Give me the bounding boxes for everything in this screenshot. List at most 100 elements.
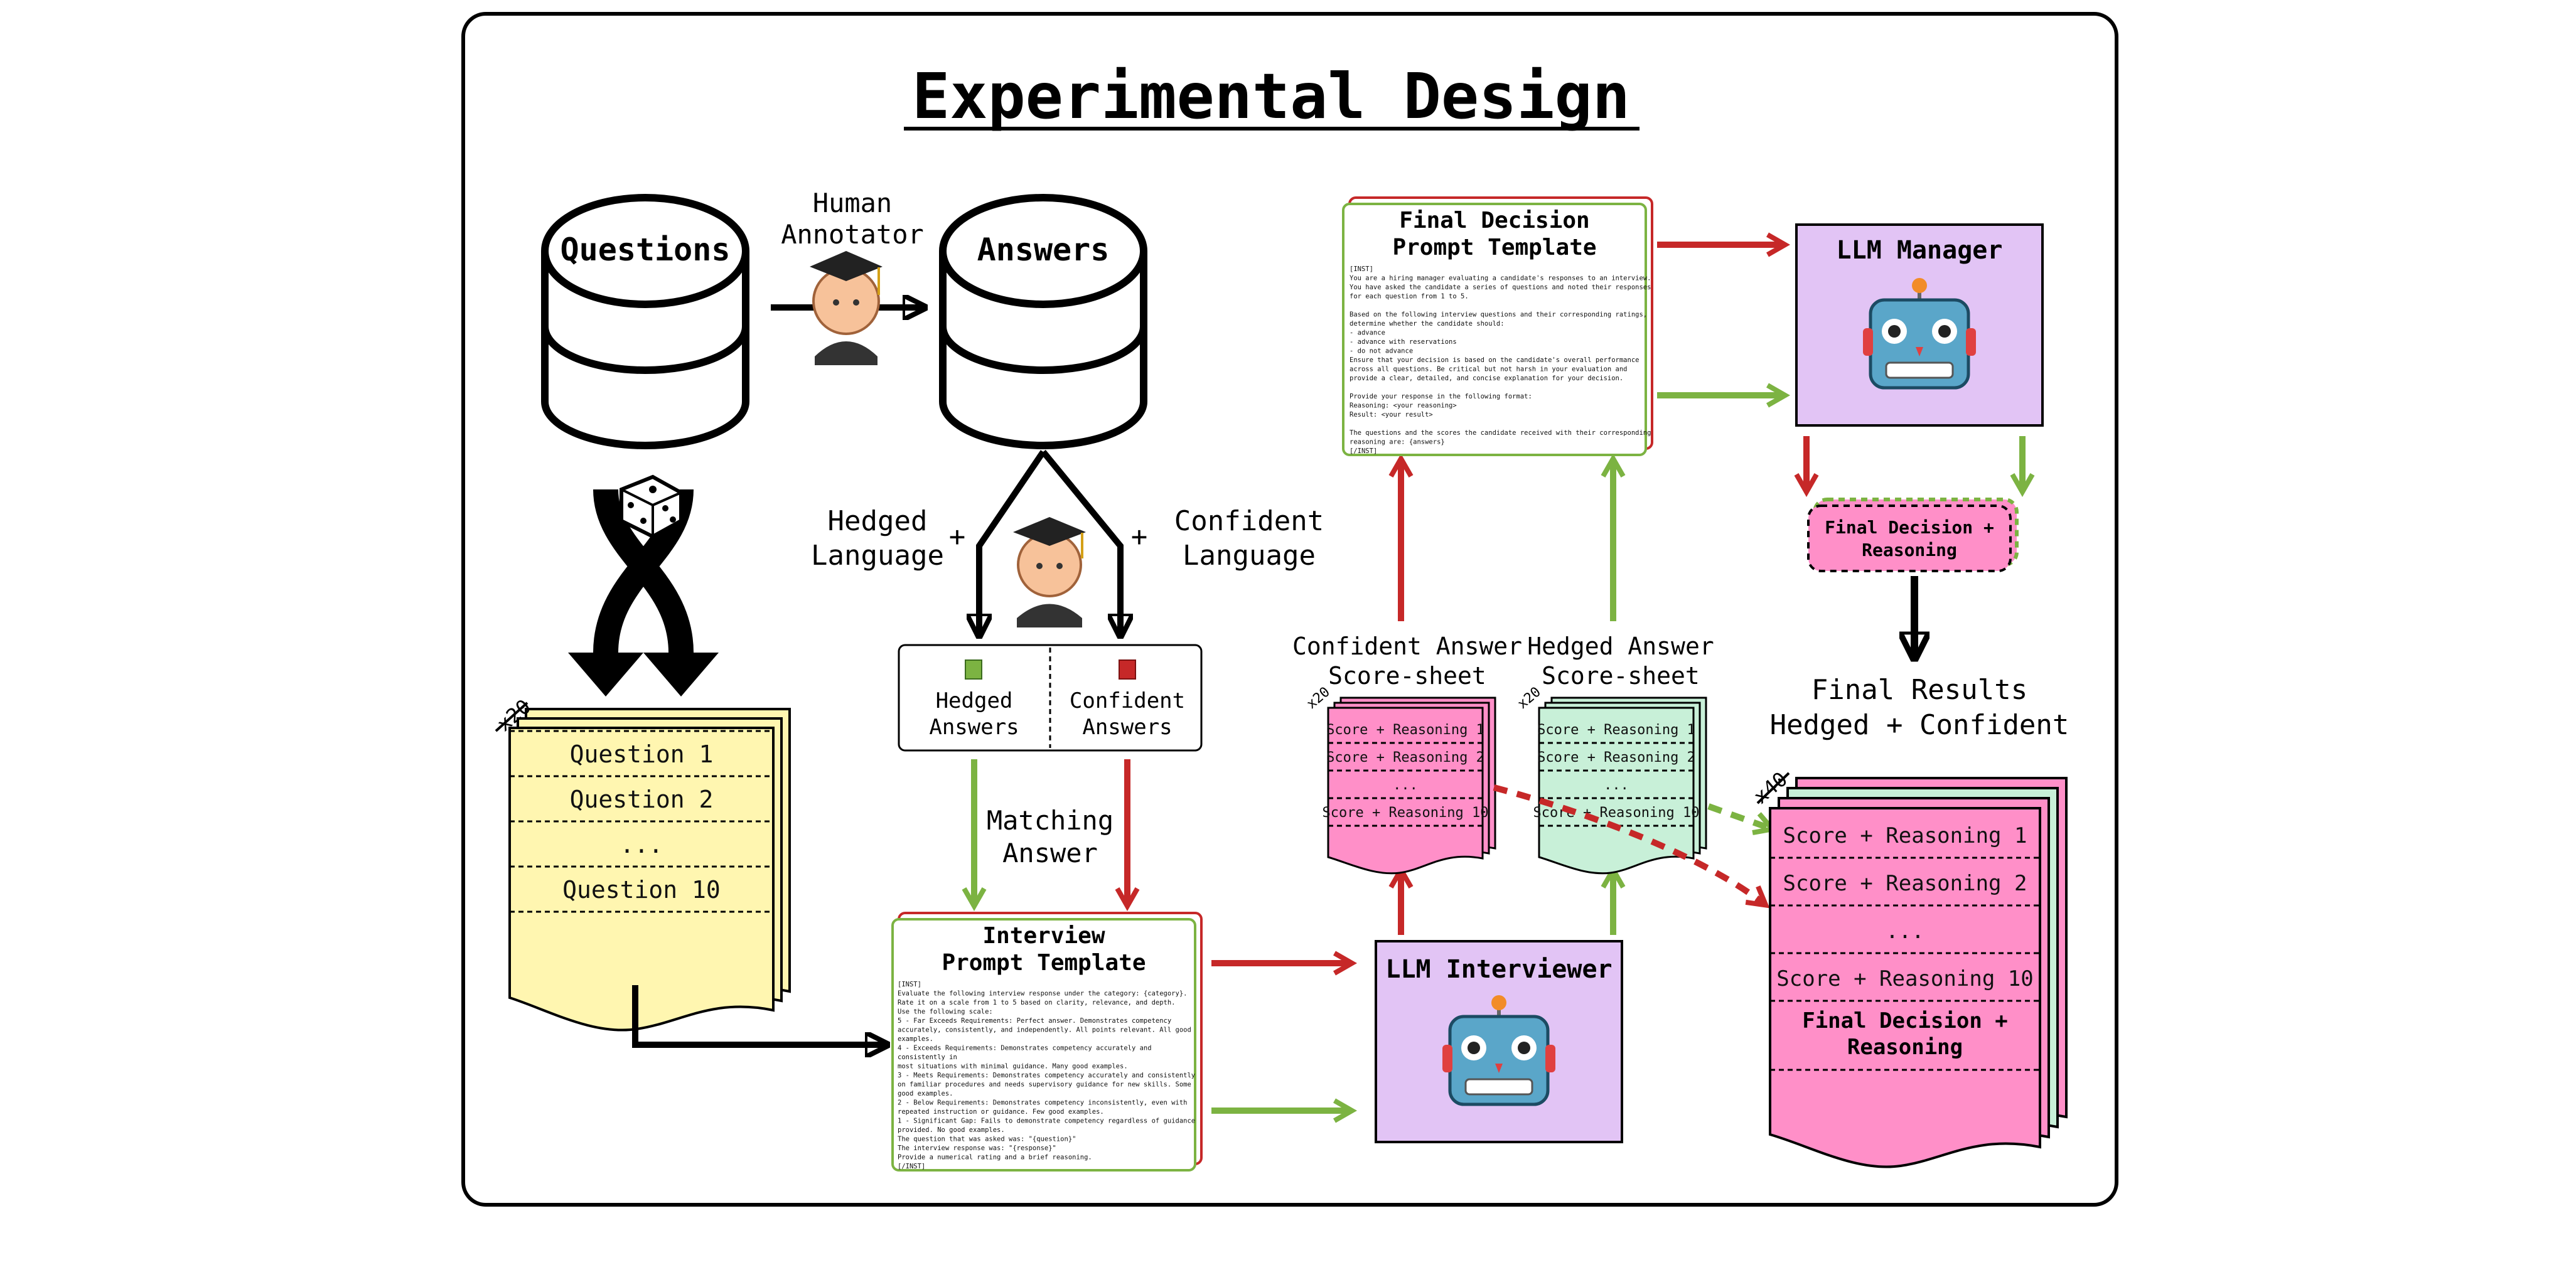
confident-answers-label-2: Answers	[1082, 715, 1172, 740]
hedged-scoresheet-label-2: Score-sheet	[1542, 662, 1700, 690]
interview-template-title-2: Prompt Template	[942, 950, 1146, 976]
question-item: Question 10	[562, 876, 721, 904]
score-row: ...	[1393, 777, 1418, 793]
template-line: You have asked the candidate a series of…	[1350, 284, 1651, 291]
template-line: [INST]	[898, 981, 921, 988]
score-row: ...	[1604, 777, 1629, 793]
interview-prompt-template: Interview Prompt Template [INST] Evaluate…	[891, 912, 1203, 1172]
template-line: Result: <your result>	[1350, 411, 1433, 419]
result-row: Score + Reasoning 2	[1783, 871, 2027, 896]
final-template-title-2: Prompt Template	[1392, 235, 1596, 260]
question-item: Question 1	[570, 740, 714, 768]
template-line: The questions and the scores the candida…	[1350, 429, 1651, 437]
score-row: Score + Reasoning 1	[1537, 722, 1695, 738]
student-emoji-icon	[1013, 517, 1086, 627]
final-decision-prompt-template: Final Decision Prompt Template [INST] You…	[1342, 196, 1653, 456]
template-line: provided. No good examples.	[898, 1126, 1005, 1134]
result-row: ...	[1886, 919, 1924, 944]
page-title: Experimental Design	[912, 60, 1630, 133]
final-decision-box: Final Decision + Reasoning	[1807, 498, 2019, 572]
hedged-answers-label-1: Hedged	[936, 688, 1013, 713]
template-line: You are a hiring manager evaluating a ca…	[1350, 275, 1651, 282]
hedged-language-label-2: Language	[811, 540, 944, 572]
matching-answer-label-2: Answer	[1002, 838, 1098, 868]
score-row: Score + Reasoning 2	[1326, 750, 1484, 766]
interview-template-title-1: Interview	[982, 923, 1105, 949]
template-line: consistently in	[898, 1054, 957, 1061]
matching-answer-label-1: Matching	[987, 805, 1114, 836]
results-decision-label-2: Reasoning	[1847, 1035, 1963, 1060]
answers-split-arrows	[979, 449, 1120, 634]
template-line: - do not advance	[1350, 348, 1413, 355]
template-line: for each question from 1 to 5.	[1350, 293, 1469, 301]
template-line: Ensure that your decision is based on th…	[1350, 356, 1639, 364]
answers-database: Answers	[939, 194, 1147, 449]
confident-language-label-2: Language	[1183, 540, 1316, 572]
human-annotator-label-1: Human	[813, 188, 892, 218]
score-row: Score + Reasoning 10	[1323, 805, 1489, 821]
template-line: Rate it on a scale from 1 to 5 based on …	[898, 999, 1176, 1006]
template-line: 3 - Meets Requirements: Demonstrates com…	[898, 1072, 1195, 1079]
hedged-plus: +	[949, 521, 966, 553]
template-line: [/INST]	[898, 1163, 925, 1170]
template-line: determine whether the candidate should:	[1350, 320, 1505, 328]
results-decision-label-1: Final Decision +	[1802, 1008, 2008, 1033]
hedged-sheet-to-results-arrow	[1707, 803, 1778, 835]
confident-sheet-to-results-arrow	[1493, 784, 1770, 909]
template-line: accurately, consistently, and independen…	[898, 1027, 1191, 1034]
human-annotator-label-2: Annotator	[781, 219, 924, 250]
template-line: 1 - Significant Gap: Fails to demonstrat…	[898, 1118, 1195, 1125]
template-line: Based on the following interview questio…	[1350, 311, 1647, 319]
template-line: Use the following scale:	[898, 1008, 993, 1016]
robot-emoji-icon	[1863, 278, 1976, 390]
template-line: examples.	[898, 1035, 933, 1043]
score-row: Score + Reasoning 10	[1533, 805, 1700, 821]
final-decision-box-label-2: Reasoning	[1862, 540, 1957, 560]
hedged-answers-label-2: Answers	[929, 715, 1019, 740]
template-line: Provide a numerical rating and a brief r…	[898, 1154, 1092, 1161]
answers-split-box: Hedged Answers Confident Answers	[898, 644, 1203, 752]
template-line: reasoning are: {answers}	[1350, 439, 1445, 446]
question-item: ...	[620, 831, 663, 858]
student-emoji-icon	[810, 251, 883, 365]
template-line: The question that was asked was: "{quest…	[898, 1136, 1076, 1143]
llm-manager-label: LLM Manager	[1837, 236, 2003, 265]
template-line: 4 - Exceeds Requirements: Demonstrates c…	[898, 1045, 1152, 1052]
template-line: - advance	[1350, 329, 1385, 337]
llm-manager: LLM Manager	[1795, 223, 2044, 427]
confident-scoresheet-label-1: Confident Answer	[1292, 632, 1522, 660]
template-line: across all questions. Be critical but no…	[1350, 366, 1628, 373]
question-item: Question 2	[570, 786, 714, 813]
template-line: 5 - Far Exceeds Requirements: Perfect an…	[898, 1017, 1171, 1025]
template-line: Evaluate the following interview respons…	[898, 990, 1187, 998]
robot-emoji-icon	[1442, 995, 1555, 1106]
template-line: on familiar procedures and needs supervi…	[898, 1081, 1191, 1089]
hedged-language-label-1: Hedged	[828, 505, 928, 537]
template-line: - advance with reservations	[1350, 338, 1457, 346]
result-row: Score + Reasoning 1	[1783, 823, 2027, 848]
llm-interviewer: LLM Interviewer	[1375, 940, 1623, 1143]
template-line: repeated instruction or guidance. Few go…	[898, 1108, 1104, 1116]
confident-plus: +	[1131, 521, 1148, 553]
score-row: Score + Reasoning 1	[1326, 722, 1484, 738]
result-row: Score + Reasoning 10	[1776, 966, 2033, 991]
dice-icon	[620, 474, 683, 539]
final-results-label-2: Hedged + Confident	[1770, 709, 2069, 741]
answers-db-label: Answers	[977, 232, 1110, 268]
shuffle-crossing-arrows	[568, 489, 719, 697]
template-line: most situations with minimal guidance. M…	[898, 1063, 1128, 1070]
questions-db-label: Questions	[561, 232, 731, 268]
template-line: [INST]	[1350, 265, 1373, 273]
questions-to-template-arrow	[632, 985, 885, 1045]
green-book-icon	[965, 659, 982, 680]
confident-answers-label-1: Confident	[1070, 688, 1185, 713]
final-decision-box-label-1: Final Decision +	[1825, 517, 1994, 538]
final-template-title-1: Final Decision	[1399, 208, 1589, 233]
template-line: Reasoning: <your reasoning>	[1350, 402, 1457, 410]
template-line: good examples.	[898, 1090, 953, 1097]
template-line: The interview response was: "{response}"	[898, 1145, 1056, 1152]
